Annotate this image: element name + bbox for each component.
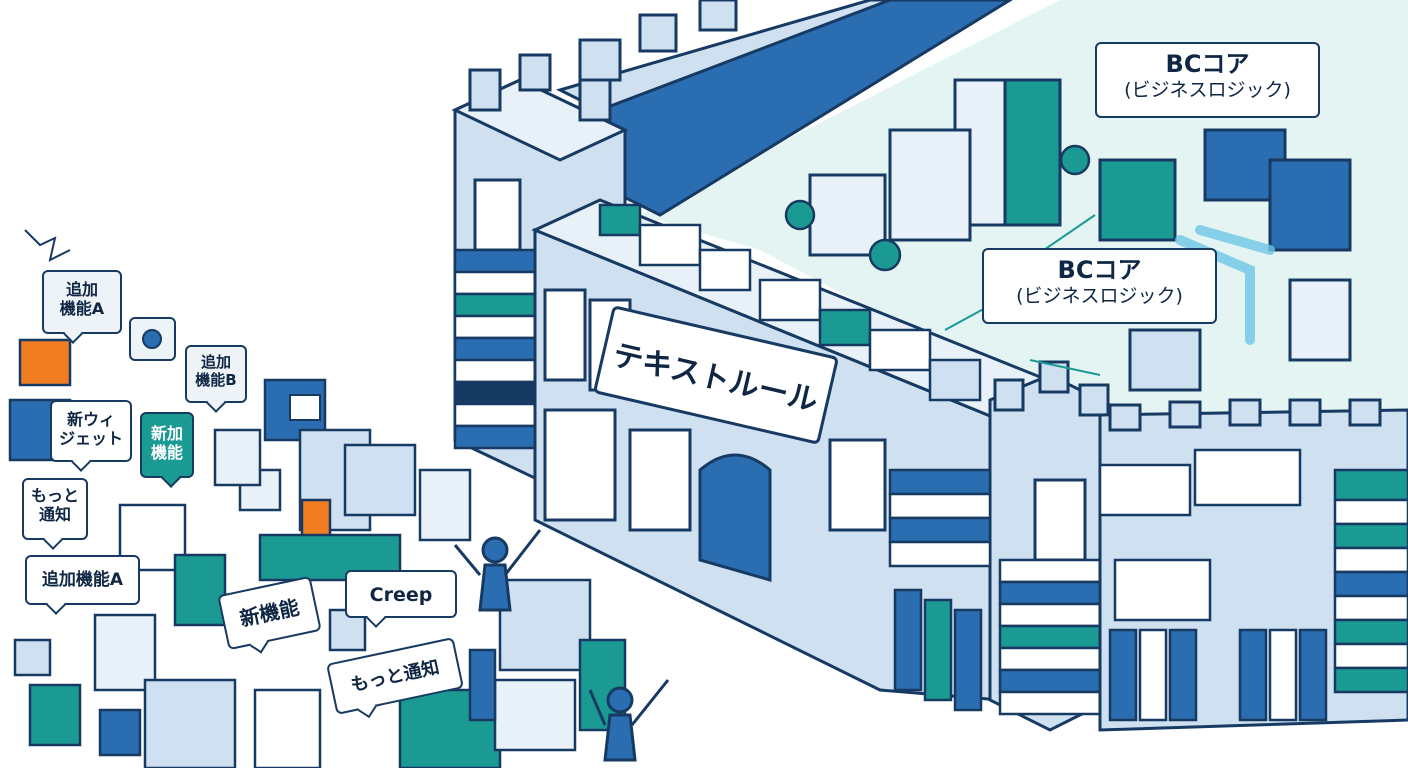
bubble-extra-feature-a-wide: 追加機能A bbox=[25, 555, 140, 605]
bc-core-title: BCコア bbox=[984, 256, 1215, 285]
scribble bbox=[25, 230, 70, 260]
book-stack-left bbox=[455, 250, 535, 448]
bubble-extra-feature-a: 追加 機能A bbox=[42, 270, 122, 334]
bubble-new-feature-small: 新加 機能 bbox=[140, 412, 194, 478]
bc-core-label-1: BCコア (ビジネスロジック) bbox=[1095, 42, 1320, 118]
bc-core-label-2: BCコア (ビジネスロジック) bbox=[982, 248, 1217, 324]
book-stack-right bbox=[1335, 470, 1408, 692]
book-stack-tall bbox=[1000, 560, 1100, 714]
bc-core-subtitle: (ビジネスロジック) bbox=[984, 285, 1215, 308]
gate bbox=[700, 455, 770, 580]
bc-core-subtitle: (ビジネスロジック) bbox=[1097, 79, 1318, 102]
bubble-new-widget: 新ウィ ジェット bbox=[50, 400, 132, 462]
bubble-extra-feature-b: 追加 機能B bbox=[185, 345, 247, 403]
bubble-more-notifications: もっと 通知 bbox=[22, 478, 88, 540]
bubble-creep: Creep bbox=[345, 570, 457, 618]
bc-core-title: BCコア bbox=[1097, 50, 1318, 79]
